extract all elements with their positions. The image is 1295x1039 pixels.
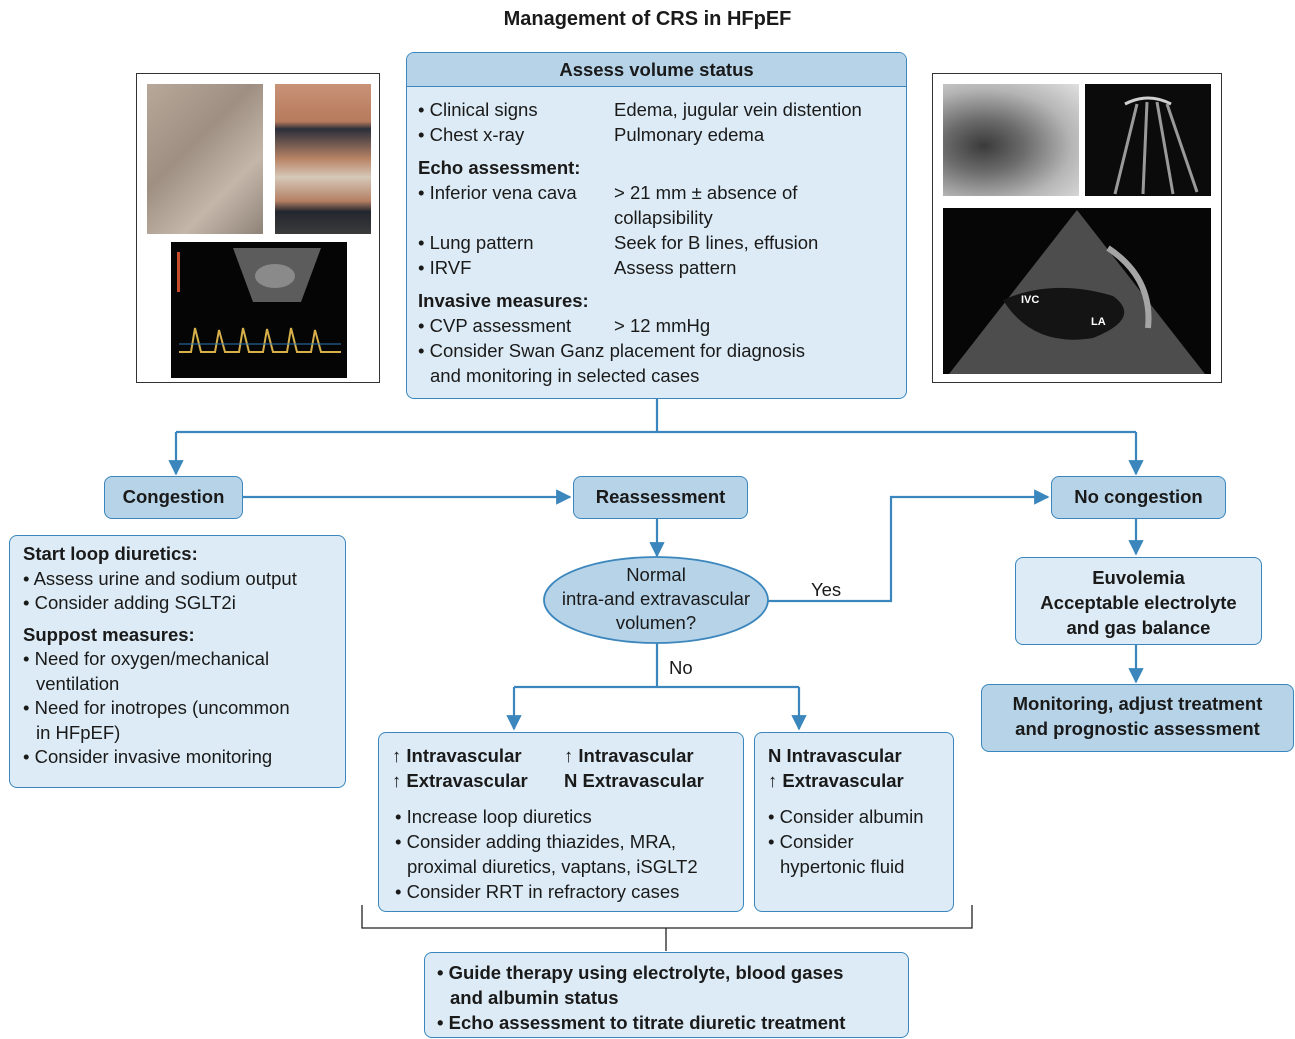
no-label: No — [669, 657, 693, 678]
ivc-value: > 21 mm ± absence of — [614, 182, 798, 203]
increased-intravascular-b: ↑ Intravascular — [564, 745, 694, 766]
lung-ultrasound-image — [1085, 84, 1211, 196]
congestion-line-7: • Consider invasive monitoring — [23, 746, 273, 767]
congestion-line-6: in HFpEF) — [36, 721, 121, 743]
lung-pattern-value: Seek for B lines, effusion — [614, 232, 819, 253]
clinical-signs-label: • Clinical signs — [418, 99, 538, 120]
la-label: LA — [1091, 316, 1106, 328]
cvp-label: • CVP assessment — [418, 315, 572, 336]
chest-xray-value: Pulmonary edema — [614, 124, 765, 145]
echo-assessment-heading: Echo assessment: — [418, 157, 581, 178]
decision-line2: intra-and extravascular — [561, 588, 751, 609]
normal-extravascular-b: N Extravascular — [564, 770, 704, 791]
skin-edema-photo — [147, 84, 263, 234]
doppler-waveform-graphic — [177, 248, 341, 353]
invasive-measures-heading: Invasive measures: — [418, 290, 589, 311]
clinical-signs-row: • Clinical signs Edema, jugular vein dis… — [418, 97, 906, 122]
chest-xray-label: • Chest x-ray — [418, 124, 525, 145]
b-lines-graphic — [1113, 96, 1199, 195]
ivc-label: IVC — [1021, 294, 1040, 306]
echo-sector-graphic — [949, 210, 1205, 374]
irvf-label: • IRVF — [418, 257, 472, 278]
cvp-value: > 12 mmHg — [614, 315, 711, 336]
mid-line-2: • Consider adding thiazides, MRA, — [395, 831, 677, 852]
intravascular-treatment-box: ↑ Intravascular ↑ Extravascular ↑ Intrav… — [378, 732, 744, 912]
guidance-line-3: • Echo assessment to titrate diuretic tr… — [437, 1012, 846, 1033]
swan-ganz-line2: and monitoring in selected cases — [430, 365, 700, 386]
euvolemia-line1: Euvolemia — [1092, 567, 1185, 588]
clinical-signs-value: Edema, jugular vein distention — [614, 99, 862, 120]
irvf-value: Assess pattern — [614, 257, 737, 278]
ivc-row: • Inferior vena cava > 21 mm ± absence o… — [418, 180, 906, 205]
increased-extravascular: ↑ Extravascular — [768, 770, 904, 791]
right-image-panel: IVC LA — [932, 73, 1222, 383]
congestion-line-2: • Consider adding SGLT2i — [23, 592, 236, 613]
leg-edema-photo — [275, 84, 371, 234]
congestion-management-box: Start loop diuretics: • Assess urine and… — [9, 535, 346, 788]
increased-intravascular-a: ↑ Intravascular — [392, 745, 522, 766]
start-loop-diuretics-heading: Start loop diuretics: — [23, 543, 198, 564]
lung-pattern-row: • Lung pattern Seek for B lines, effusio… — [418, 230, 906, 255]
congestion-line-1: • Assess urine and sodium output — [23, 567, 297, 589]
euvolemia-box: Euvolemia Acceptable electrolyte and gas… — [1015, 557, 1262, 645]
right-line-1: • Consider albumin — [768, 806, 924, 827]
guidance-line-1: • Guide therapy using electrolyte, blood… — [437, 962, 844, 983]
ivc-label-text: • Inferior vena cava — [418, 182, 577, 203]
cvp-row: • CVP assessment > 12 mmHg — [418, 313, 906, 338]
congestion-line-4: ventilation — [36, 672, 120, 694]
congestion-line-5: • Need for inotropes (uncommon — [23, 697, 290, 718]
decision-node — [543, 556, 769, 644]
extravascular-treatment-box: N Intravascular ↑ Extravascular • Consid… — [754, 732, 954, 912]
echo-ivc-image: IVC LA — [943, 208, 1211, 374]
doppler-ultrasound-image — [171, 242, 347, 378]
mid-line-4: • Consider RRT in refractory cases — [395, 881, 680, 902]
decision-line3: volumen? — [615, 612, 697, 633]
irvf-row: • IRVF Assess pattern — [418, 255, 906, 280]
congestion-line-3: • Need for oxygen/mechanical — [23, 648, 270, 669]
right-line-2: • Consider — [768, 831, 854, 852]
chest-xray-row: • Chest x-ray Pulmonary edema — [418, 122, 906, 147]
decision-question: Normal intra-and extravascular volumen? — [544, 563, 768, 635]
euvolemia-line3: and gas balance — [1066, 617, 1211, 638]
guidance-line-2: and albumin status — [450, 987, 619, 1008]
mid-line-1: • Increase loop diuretics — [395, 806, 592, 827]
swan-ganz-line1: • Consider Swan Ganz placement for diagn… — [418, 340, 805, 361]
chest-xray-image — [943, 84, 1079, 196]
monitoring-line1: Monitoring, adjust treatment — [1012, 693, 1263, 714]
mid-line-3: proximal diuretics, vaptans, iSGLT2 — [407, 856, 698, 877]
diagram-title: Management of CRS in HFpEF — [503, 8, 792, 30]
monitoring-box: Monitoring, adjust treatment and prognos… — [981, 684, 1294, 752]
bottom-bracket — [361, 905, 973, 951]
support-measures-heading: Suppost measures: — [23, 623, 195, 645]
right-line-3: hypertonic fluid — [780, 856, 905, 877]
guidance-box: • Guide therapy using electrolyte, blood… — [424, 952, 909, 1038]
increased-extravascular-a: ↑ Extravascular — [392, 770, 528, 791]
decision-line1: Normal — [626, 564, 686, 585]
arrow-yes-to-no-congestion — [768, 489, 1050, 603]
monitoring-line2: and prognostic assessment — [1015, 718, 1260, 739]
ivc-row-cont: collapsibility — [418, 205, 906, 230]
normal-intravascular: N Intravascular — [768, 745, 902, 766]
congestion-node: Congestion — [104, 476, 243, 519]
ivc-value-cont: collapsibility — [614, 207, 713, 228]
no-congestion-node: No congestion — [1051, 476, 1226, 519]
assess-volume-status-box: Assess volume status • Clinical signs Ed… — [406, 52, 907, 399]
left-image-panel — [136, 73, 380, 383]
reassessment-node: Reassessment — [573, 476, 748, 519]
yes-label: Yes — [811, 579, 842, 600]
assess-header: Assess volume status — [407, 53, 906, 87]
euvolemia-line2: Acceptable electrolyte — [1040, 592, 1237, 613]
lung-pattern-label: • Lung pattern — [418, 232, 534, 253]
